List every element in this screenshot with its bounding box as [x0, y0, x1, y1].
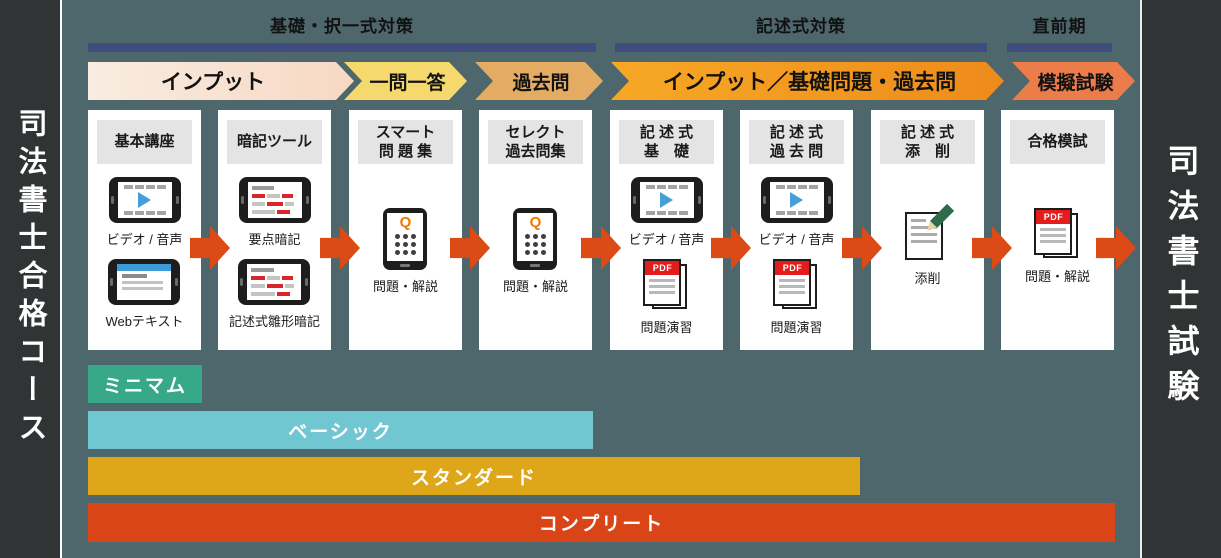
banner-past-questions: 過去問 [475, 62, 603, 100]
card-title: 記 述 式添 削 [880, 120, 975, 164]
card-item: PDF 問題・解説 [1025, 208, 1090, 285]
correction-icon [902, 203, 954, 262]
card-item: ビデオ / 音声 [758, 177, 835, 248]
card-item: 記述式雛形暗記 [229, 259, 320, 330]
card-item-label: 問題・解説 [502, 279, 568, 294]
card-item-label: 問題・解説 [372, 279, 438, 294]
banner-input-basic-past: インプット／基礎問題・過去問 [611, 62, 1004, 100]
pdf-icon: PDF [643, 259, 689, 311]
card-item-label: 要点暗記 [248, 232, 301, 247]
card-title: 記 述 式過 去 問 [749, 120, 844, 164]
video-tablet-icon [630, 177, 703, 223]
pdf-icon: PDF [773, 259, 819, 311]
memo-tablet-icon [238, 177, 311, 223]
card-title: セレクト過去問集 [488, 120, 583, 164]
card-item: Q 問題・解説 [503, 208, 568, 295]
card-basic-course: 基本講座 ビデオ / 音声 Webテキスト [88, 110, 201, 350]
question-phone-icon: Q [383, 208, 428, 270]
card-title: 合格模試 [1010, 120, 1105, 164]
play-icon [790, 192, 803, 208]
card-title: 暗記ツール [227, 120, 322, 164]
plan-bar-minimum: ミニマム [88, 365, 202, 403]
plan-bar-standard: スタンダード [88, 457, 860, 495]
card-title: スマート問 題 集 [358, 120, 453, 164]
phase-title-final: 直前期 [1032, 17, 1087, 36]
card-item-label: 問題・解説 [1024, 269, 1090, 284]
card-title: 基本講座 [97, 120, 192, 164]
card-item-label: ビデオ / 音声 [106, 232, 183, 247]
card-item-label: 問題演習 [770, 320, 823, 335]
play-icon [138, 192, 151, 208]
video-tablet-icon [108, 177, 181, 223]
card-item-label: ビデオ / 音声 [628, 232, 705, 247]
left-rail: 司法書士合格コース [0, 0, 62, 558]
exam-name-vertical: 司法書士試験 [1163, 144, 1200, 414]
card-written-basics: 記 述 式基 礎 ビデオ / 音声 PDF 問題演習 [610, 110, 723, 350]
card-item: Q 問題・解説 [373, 208, 438, 295]
phase-title-basic: 基礎・択一式対策 [270, 17, 414, 36]
card-item-label: ビデオ / 音声 [758, 232, 835, 247]
banner-one-q-one-a: 一問一答 [344, 62, 467, 100]
card-item: PDF 問題演習 [640, 259, 693, 336]
card-pass-mock-exam: 合格模試 PDF 問題・解説 [1001, 110, 1114, 350]
card-written-correction: 記 述 式添 削 添削 [871, 110, 984, 350]
card-item-label: Webテキスト [105, 314, 184, 329]
banner-mock-exam: 模擬試験 [1012, 62, 1135, 100]
card-item: ビデオ / 音声 [628, 177, 705, 248]
right-rail: 司法書士試験 [1140, 0, 1221, 558]
card-memorization-tool: 暗記ツール 要点暗記記述式雛形暗記 [218, 110, 331, 350]
phase-underline-basic [88, 43, 596, 52]
card-select-past-questions: セレクト過去問集 Q 問題・解説 [479, 110, 592, 350]
card-item: ビデオ / 音声 [106, 177, 183, 248]
video-tablet-icon [760, 177, 833, 223]
pdf-icon: PDF [1034, 208, 1080, 260]
card-title: 記 述 式基 礎 [619, 120, 714, 164]
webtext-tablet-icon [108, 259, 181, 305]
card-smart-workbook: スマート問 題 集 Q 問題・解説 [349, 110, 462, 350]
card-written-past-questions: 記 述 式過 去 問 ビデオ / 音声 PDF 問題演習 [740, 110, 853, 350]
plan-bar-basic: ベーシック [88, 411, 593, 449]
card-item: 要点暗記 [238, 177, 311, 248]
question-phone-icon: Q [513, 208, 558, 270]
card-item: 添削 [902, 203, 954, 287]
plan-bar-complete: コンプリート [88, 503, 1115, 542]
phase-underline-written [615, 43, 987, 52]
course-name-vertical: 司法書士合格コース [14, 108, 46, 450]
card-item: Webテキスト [105, 259, 184, 330]
phase-underline-final [1007, 43, 1112, 52]
play-icon [660, 192, 673, 208]
card-item: PDF 問題演習 [770, 259, 823, 336]
phase-title-written: 記述式対策 [756, 17, 846, 36]
card-item-label: 添削 [914, 271, 941, 286]
card-item-label: 記述式雛形暗記 [228, 314, 320, 329]
banner-input: インプット [88, 62, 354, 100]
card-item-label: 問題演習 [640, 320, 693, 335]
memo-tablet-icon [238, 259, 311, 305]
